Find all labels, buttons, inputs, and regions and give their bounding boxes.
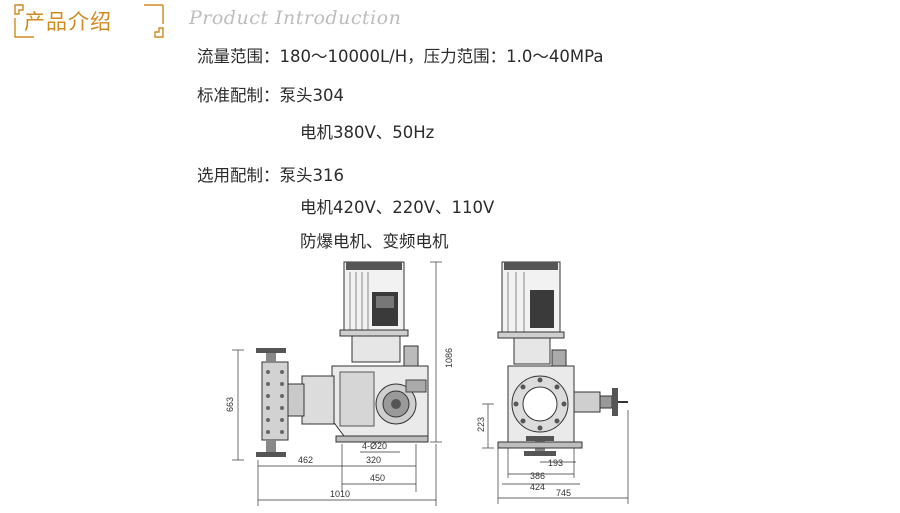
side-view: 1086 663 462 4-Ø20 320 450 1010 <box>225 261 454 506</box>
front-view: 223 193 386 424 745 <box>476 261 629 504</box>
dim-1010: 1010 <box>330 489 350 499</box>
dim-462: 462 <box>298 455 313 465</box>
title-frame <box>14 4 164 38</box>
spec-flow-pressure: 流量范围：180～10000L/H，压力范围：1.0～40MPa <box>197 47 604 66</box>
dim-320: 320 <box>366 455 381 465</box>
dim-holes: 4-Ø20 <box>362 441 387 451</box>
dim-424: 424 <box>530 482 545 492</box>
dim-663: 663 <box>225 397 235 412</box>
spec-standard-head: 标准配制：泵头304 <box>197 86 344 105</box>
dim-193: 193 <box>548 458 563 468</box>
spec-standard-motor: 电机380V、50Hz <box>300 123 435 142</box>
section-title: 产品介绍 <box>24 10 112 34</box>
spec-optional-head: 选用配制：泵头316 <box>197 166 344 185</box>
section-header: 产品介绍 Product Introduction <box>0 0 900 44</box>
dim-450: 450 <box>370 473 385 483</box>
dim-223: 223 <box>476 417 486 432</box>
spec-optional-explosion: 防爆电机、变频电机 <box>300 232 449 251</box>
dim-1086: 1086 <box>444 348 454 368</box>
section-subtitle: Product Introduction <box>189 7 402 29</box>
dim-745: 745 <box>556 488 571 498</box>
spec-optional-motor: 电机420V、220V、110V <box>300 198 495 217</box>
dim-386: 386 <box>530 471 545 481</box>
